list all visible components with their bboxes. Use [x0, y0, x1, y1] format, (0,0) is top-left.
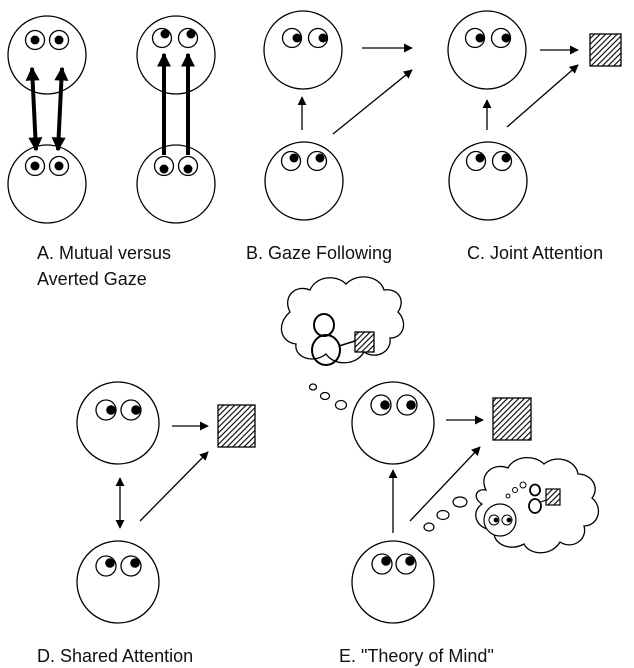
panel-b	[263, 10, 413, 221]
panel-e	[280, 276, 600, 624]
eyes	[24, 29, 70, 51]
panel-d	[76, 381, 256, 624]
arrow-d-follow	[139, 451, 209, 522]
label-c: C. Joint Attention	[467, 243, 603, 263]
head-b-bottom	[264, 141, 344, 221]
panel-a	[7, 15, 216, 224]
arrow-e-follow	[409, 446, 481, 522]
panel-c	[447, 10, 622, 221]
eyes	[24, 155, 70, 177]
head-d-bottom	[76, 540, 160, 624]
eyes	[151, 27, 199, 49]
object-square-d	[217, 404, 256, 448]
mutual-gaze-arrow-left	[25, 66, 43, 152]
head-d-top	[76, 381, 160, 465]
label-e: E. "Theory of Mind"	[339, 646, 494, 666]
object-square-thought-right	[545, 488, 561, 506]
head-a-averted-top	[136, 15, 216, 95]
eyes	[153, 155, 199, 177]
head-c-bottom	[448, 141, 528, 221]
label-a-line1: A. Mutual versus	[37, 243, 171, 263]
eyes	[371, 553, 417, 575]
mind-figure-small-icon	[528, 483, 547, 514]
mutual-gaze-arrow-right	[51, 66, 69, 152]
mind-figure-icon	[311, 313, 356, 366]
head-e-top	[351, 381, 435, 465]
eyes	[95, 555, 142, 577]
eyes	[280, 150, 328, 172]
thought-cloud-left	[280, 276, 405, 366]
label-b: B. Gaze Following	[246, 243, 392, 263]
head-c-top	[447, 10, 527, 90]
eyes	[465, 150, 513, 172]
arrow-c-follow	[506, 64, 579, 128]
head-a-averted-bottom	[136, 144, 216, 224]
eyes	[95, 399, 142, 421]
small-head-icon	[483, 503, 517, 537]
eyes	[370, 394, 418, 416]
object-square-c	[589, 33, 622, 67]
thought-bubbles-left	[308, 383, 348, 411]
head-a-mutual-bottom	[7, 144, 87, 224]
object-square-e	[492, 397, 532, 441]
head-e-bottom	[351, 540, 435, 624]
label-d: D. Shared Attention	[37, 646, 193, 666]
head-b-top	[263, 10, 343, 90]
label-a-line2: Averted Gaze	[37, 269, 147, 289]
thought-bubbles-right	[423, 496, 468, 532]
small-bubbles	[505, 481, 527, 499]
object-square-thought-left	[354, 331, 375, 353]
head-a-mutual-top	[7, 15, 87, 95]
arrow-b-follow	[332, 69, 413, 135]
eyes	[464, 27, 512, 49]
thought-cloud-right	[475, 457, 600, 554]
eyes	[281, 27, 329, 49]
